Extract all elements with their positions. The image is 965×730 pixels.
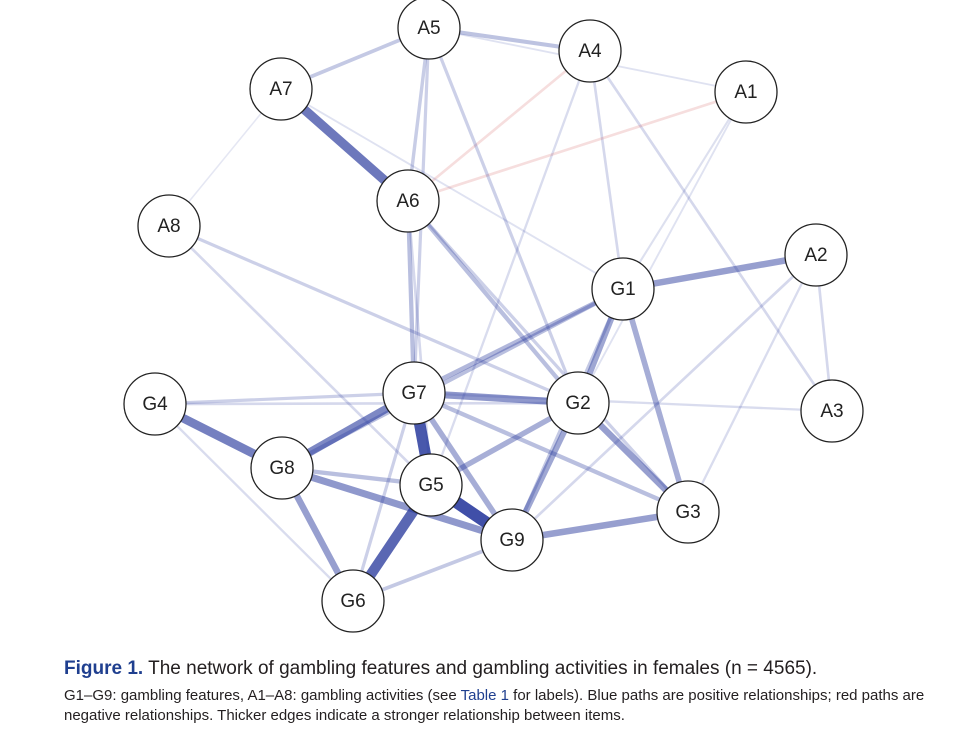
edge-a2-g9	[510, 253, 818, 542]
node-label-g5: G5	[418, 475, 443, 496]
node-circle	[558, 19, 622, 83]
edge-a7-g1	[280, 88, 624, 290]
node-circle	[249, 57, 313, 121]
node-circle	[250, 436, 314, 500]
caption-title: Figure 1. The network of gambling featur…	[64, 657, 944, 681]
edge-g4-g6	[153, 402, 355, 603]
node-g9: G9	[480, 508, 544, 572]
node-g7: G7	[382, 361, 446, 425]
caption-title-text: The network of gambling features and gam…	[143, 658, 818, 679]
edge-a1-g2	[577, 91, 747, 404]
node-a4: A4	[558, 19, 622, 83]
node-circle	[376, 169, 440, 233]
node-circle	[714, 60, 778, 124]
edge-a6-g2	[405, 198, 581, 406]
node-label-g8: G8	[269, 458, 294, 479]
node-label-a8: A8	[157, 216, 180, 237]
caption-subtitle: G1–G9: gambling features, A1–A8: gamblin…	[64, 686, 944, 726]
node-label-g6: G6	[340, 591, 365, 612]
node-circle	[784, 223, 848, 287]
edge-a8-g2	[167, 224, 580, 405]
node-label-a5: A5	[417, 18, 440, 39]
node-label-a6: A6	[396, 191, 419, 212]
node-label-g3: G3	[675, 502, 700, 523]
node-a7: A7	[249, 57, 313, 121]
node-a3: A3	[800, 379, 864, 443]
node-g8: G8	[250, 436, 314, 500]
caption-subtitle-text-1: G1–G9: gambling features, A1–A8: gamblin…	[64, 687, 461, 704]
node-label-g1: G1	[610, 279, 635, 300]
node-label-a2: A2	[804, 245, 827, 266]
node-a5: A5	[397, 0, 461, 60]
node-circle	[800, 379, 864, 443]
edge-g7-g3	[411, 390, 691, 515]
edge-a1-g1	[621, 90, 748, 291]
node-circle	[123, 372, 187, 436]
edge-a5-g2	[427, 26, 580, 405]
edge-a6-g3	[406, 199, 690, 514]
node-label-g2: G2	[565, 393, 590, 414]
node-circle	[137, 194, 201, 258]
node-label-g7: G7	[401, 383, 426, 404]
caption-subtitle-text-2: for labels). Blue paths are positive rel…	[64, 687, 925, 724]
node-circle	[397, 0, 461, 60]
node-a1: A1	[714, 60, 778, 124]
node-label-a4: A4	[578, 41, 602, 62]
node-label-a1: A1	[734, 82, 757, 103]
node-g2: G2	[546, 371, 610, 435]
node-circle	[382, 361, 446, 425]
node-a2: A2	[784, 223, 848, 287]
node-g1: G1	[591, 257, 655, 321]
node-label-a7: A7	[269, 79, 292, 100]
node-circle	[591, 257, 655, 321]
edge-a8-g5	[167, 224, 433, 487]
edge-a6-g7	[405, 198, 417, 396]
edge-g4-g2	[153, 401, 580, 406]
node-circle	[480, 508, 544, 572]
node-g5: G5	[399, 453, 463, 517]
edge-a2-g3	[686, 253, 818, 514]
node-g4: G4	[123, 372, 187, 436]
node-g6: G6	[321, 569, 385, 633]
node-g3: G3	[656, 480, 720, 544]
edge-g1-g3	[620, 286, 691, 515]
node-circle	[321, 569, 385, 633]
edge-g8-g9	[278, 464, 516, 544]
node-circle	[546, 371, 610, 435]
node-label-g4: G4	[142, 394, 168, 415]
edge-a4-g5	[429, 49, 592, 487]
figure-label: Figure 1.	[64, 658, 144, 679]
edge-g4-g7	[153, 391, 416, 406]
table-1-link[interactable]: Table 1	[460, 687, 509, 704]
edge-g7-g1	[411, 286, 626, 396]
figure-caption: Figure 1. The network of gambling featur…	[64, 657, 944, 726]
edge-a4-g1	[588, 49, 625, 291]
node-a8: A8	[137, 194, 201, 258]
edge-a6-a1	[406, 90, 748, 203]
node-label-g9: G9	[499, 530, 524, 551]
node-circle	[656, 480, 720, 544]
edge-a4-a6	[406, 49, 592, 203]
node-label-a3: A3	[820, 401, 843, 422]
edge-a4-a3	[588, 49, 834, 413]
node-a6: A6	[376, 169, 440, 233]
edge-g1-a2	[619, 251, 820, 293]
node-circle	[399, 453, 463, 517]
